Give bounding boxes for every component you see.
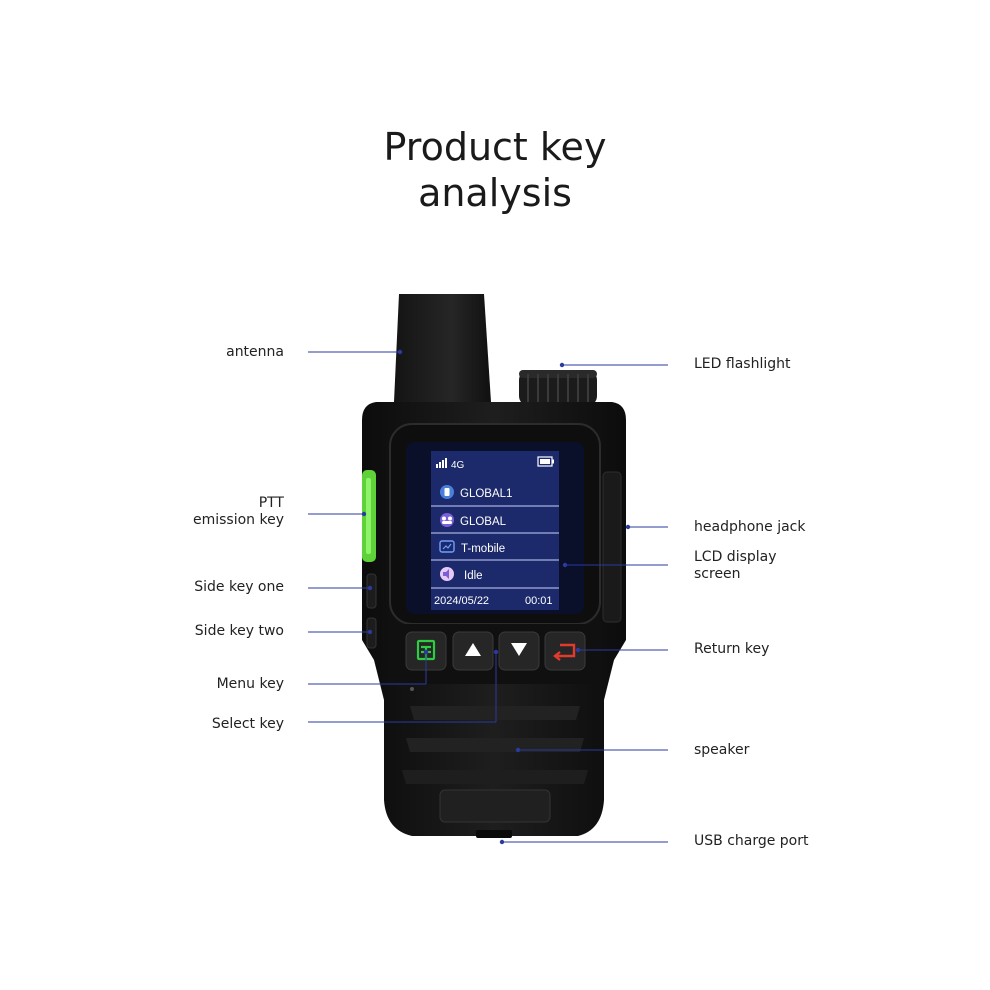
group-icon bbox=[440, 513, 454, 527]
label-return-key: Return key bbox=[694, 641, 770, 657]
arrow-down-icon bbox=[511, 643, 527, 656]
network-type: 4G bbox=[451, 460, 465, 471]
label-antenna: antenna bbox=[226, 344, 284, 360]
sim-card-icon bbox=[439, 540, 455, 553]
label-ptt-line-1: PTT bbox=[258, 495, 284, 511]
label-usb-charge-port: USB charge port bbox=[694, 833, 809, 849]
up-key[interactable] bbox=[452, 631, 494, 671]
keypad bbox=[392, 624, 598, 691]
label-lcd-display-screen: LCD display screen bbox=[694, 549, 777, 583]
label-headphone-jack: headphone jack bbox=[694, 519, 806, 535]
signal-bars-icon bbox=[436, 458, 447, 468]
microphone-hole bbox=[410, 687, 414, 691]
label-side-key-one: Side key one bbox=[194, 579, 284, 595]
label-ptt-emission-key: PTT emission key bbox=[124, 495, 284, 529]
return-key[interactable] bbox=[544, 631, 586, 671]
label-select-key: Select key bbox=[211, 716, 284, 732]
label-ptt-line-2: emission key bbox=[192, 512, 284, 528]
screen-row-4: Idle bbox=[464, 570, 483, 582]
speaker-icon bbox=[440, 567, 454, 581]
down-key[interactable] bbox=[498, 631, 540, 671]
screen-time: 00:01 bbox=[525, 595, 553, 607]
arrow-up-icon bbox=[465, 643, 481, 656]
screen-row-2: GLOBAL bbox=[460, 516, 507, 528]
label-side-key-two: Side key two bbox=[194, 623, 284, 639]
battery-icon bbox=[537, 456, 554, 467]
walkie-talkie-icon bbox=[440, 485, 454, 499]
label-speaker: speaker bbox=[694, 742, 750, 758]
page-title: Product key analysis bbox=[0, 124, 990, 216]
label-lcd-line-2: screen bbox=[694, 566, 741, 582]
callout-lines bbox=[308, 349, 668, 845]
side-key-one[interactable] bbox=[366, 573, 377, 609]
label-lcd-line-1: LCD display bbox=[694, 549, 777, 565]
title-line-1: Product key bbox=[383, 125, 607, 169]
screen-row-1: GLOBAL1 bbox=[460, 488, 512, 500]
label-led-flashlight: LED flashlight bbox=[694, 356, 791, 372]
screen-row-3: T-mobile bbox=[461, 543, 505, 555]
ptt-key[interactable] bbox=[362, 470, 376, 562]
return-icon bbox=[553, 643, 576, 661]
title-line-2: analysis bbox=[418, 171, 572, 215]
lcd-screen: 4G GLOBAL1 GLOBAL T-mobile bbox=[406, 442, 584, 614]
antenna bbox=[394, 294, 491, 402]
screen-date: 2024/05/22 bbox=[434, 595, 489, 607]
label-menu-key: Menu key bbox=[216, 676, 284, 692]
